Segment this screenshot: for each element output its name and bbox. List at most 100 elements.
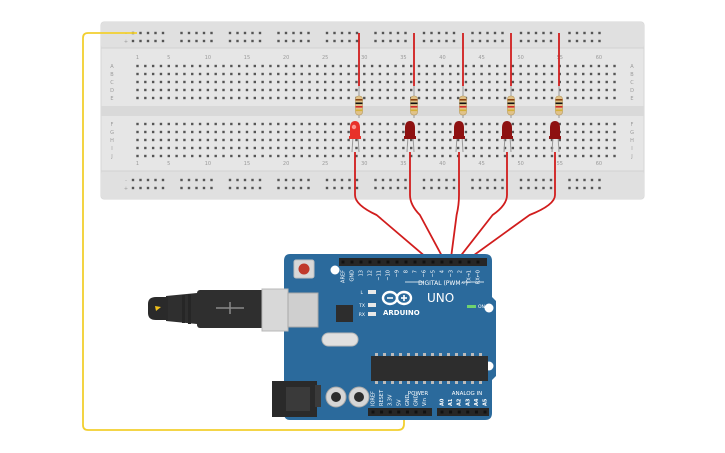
breadboard-hole[interactable] <box>236 39 239 43</box>
breadboard-hole[interactable] <box>340 186 344 190</box>
breadboard-hole[interactable] <box>198 122 202 126</box>
breadboard-hole[interactable] <box>381 39 385 43</box>
breadboard-hole[interactable] <box>452 39 456 43</box>
led-unit-2[interactable]: LED 2 <box>404 33 418 153</box>
breadboard-hole[interactable] <box>144 154 147 158</box>
breadboard-hole[interactable] <box>374 39 377 43</box>
breadboard-hole[interactable] <box>339 88 343 92</box>
breadboard-hole[interactable] <box>394 154 397 158</box>
breadboard-hole[interactable] <box>191 122 194 126</box>
breadboard-hole[interactable] <box>245 88 249 92</box>
breadboard-hole[interactable] <box>613 138 616 142</box>
breadboard-hole[interactable] <box>277 138 280 142</box>
breadboard-hole[interactable] <box>464 88 468 92</box>
breadboard-hole[interactable] <box>277 80 280 84</box>
breadboard-hole[interactable] <box>230 122 233 126</box>
breadboard-hole[interactable] <box>363 88 366 92</box>
power-pin[interactable] <box>371 410 375 414</box>
breadboard-hole[interactable] <box>300 88 303 92</box>
breadboard-hole[interactable] <box>355 39 359 43</box>
breadboard-hole[interactable] <box>542 186 545 190</box>
breadboard-hole[interactable] <box>363 72 366 76</box>
resistor[interactable] <box>355 95 363 116</box>
breadboard-hole[interactable] <box>167 80 170 84</box>
breadboard-hole[interactable] <box>488 146 491 150</box>
breadboard-hole[interactable] <box>378 80 382 84</box>
breadboard-hole[interactable] <box>308 146 311 150</box>
breadboard-hole[interactable] <box>363 64 366 68</box>
breadboard-hole[interactable] <box>136 72 139 76</box>
breadboard-hole[interactable] <box>527 138 530 142</box>
breadboard-hole[interactable] <box>363 130 366 134</box>
power-pin[interactable] <box>405 410 409 414</box>
breadboard-hole[interactable] <box>151 138 155 142</box>
breadboard-hole[interactable] <box>206 80 210 84</box>
breadboard-hole[interactable] <box>478 39 482 43</box>
breadboard-hole[interactable] <box>472 64 475 68</box>
breadboard-hole[interactable] <box>550 80 554 84</box>
breadboard-hole[interactable] <box>214 96 217 100</box>
breadboard-hole[interactable] <box>582 80 585 84</box>
breadboard-hole[interactable] <box>417 96 421 100</box>
breadboard-hole[interactable] <box>183 122 186 126</box>
breadboard-hole[interactable] <box>589 80 593 84</box>
breadboard-hole[interactable] <box>472 96 475 100</box>
breadboard-hole[interactable] <box>300 96 303 100</box>
breadboard-hole[interactable] <box>167 64 170 68</box>
breadboard-hole[interactable] <box>191 96 194 100</box>
breadboard-hole[interactable] <box>151 80 155 84</box>
breadboard-hole[interactable] <box>187 178 191 182</box>
breadboard-hole[interactable] <box>542 130 546 134</box>
breadboard-hole[interactable] <box>478 178 482 182</box>
breadboard-hole[interactable] <box>175 138 178 142</box>
breadboard-hole[interactable] <box>355 88 358 92</box>
breadboard-hole[interactable] <box>180 186 183 190</box>
breadboard-hole[interactable] <box>402 146 405 150</box>
led-unit-3[interactable]: LED 3 <box>453 33 467 153</box>
breadboard-hole[interactable] <box>175 154 178 158</box>
breadboard-hole[interactable] <box>131 39 135 43</box>
breadboard-hole[interactable] <box>527 64 530 68</box>
breadboard-hole[interactable] <box>331 154 335 158</box>
breadboard-hole[interactable] <box>175 122 178 126</box>
breadboard-hole[interactable] <box>339 64 343 68</box>
breadboard-hole[interactable] <box>316 88 319 92</box>
breadboard-hole[interactable] <box>503 72 507 76</box>
breadboard-hole[interactable] <box>136 80 139 84</box>
breadboard-hole[interactable] <box>136 130 139 134</box>
breadboard-hole[interactable] <box>542 146 546 150</box>
breadboard-hole[interactable] <box>597 154 601 158</box>
breadboard-hole[interactable] <box>480 130 483 134</box>
signal-wire-2[interactable] <box>409 152 444 262</box>
breadboard-hole[interactable] <box>394 122 397 126</box>
usb-cable[interactable] <box>148 288 319 332</box>
breadboard-hole[interactable] <box>574 146 577 150</box>
breadboard-hole[interactable] <box>511 80 515 84</box>
breadboard-hole[interactable] <box>146 186 150 190</box>
breadboard-hole[interactable] <box>214 64 217 68</box>
breadboard-hole[interactable] <box>167 88 170 92</box>
breadboard-hole[interactable] <box>441 146 444 150</box>
breadboard-hole[interactable] <box>136 154 139 158</box>
breadboard-hole[interactable] <box>488 64 491 68</box>
breadboard-hole[interactable] <box>151 130 155 134</box>
breadboard-hole[interactable] <box>566 88 569 92</box>
breadboard-hole[interactable] <box>308 72 311 76</box>
breadboard-hole[interactable] <box>236 186 239 190</box>
breadboard-hole[interactable] <box>550 138 554 142</box>
breadboard-hole[interactable] <box>449 130 452 134</box>
breadboard-hole[interactable] <box>449 88 452 92</box>
breadboard-hole[interactable] <box>347 146 350 150</box>
breadboard-hole[interactable] <box>307 31 310 35</box>
breadboard-hole[interactable] <box>503 80 507 84</box>
breadboard-hole[interactable] <box>308 64 311 68</box>
breadboard-hole[interactable] <box>323 64 327 68</box>
breadboard-hole[interactable] <box>331 80 335 84</box>
breadboard-hole[interactable] <box>386 72 389 76</box>
breadboard-hole[interactable] <box>472 72 475 76</box>
breadboard-hole[interactable] <box>333 31 336 35</box>
breadboard-hole[interactable] <box>449 146 452 150</box>
power-pin[interactable] <box>380 410 384 414</box>
breadboard-hole[interactable] <box>299 186 303 190</box>
